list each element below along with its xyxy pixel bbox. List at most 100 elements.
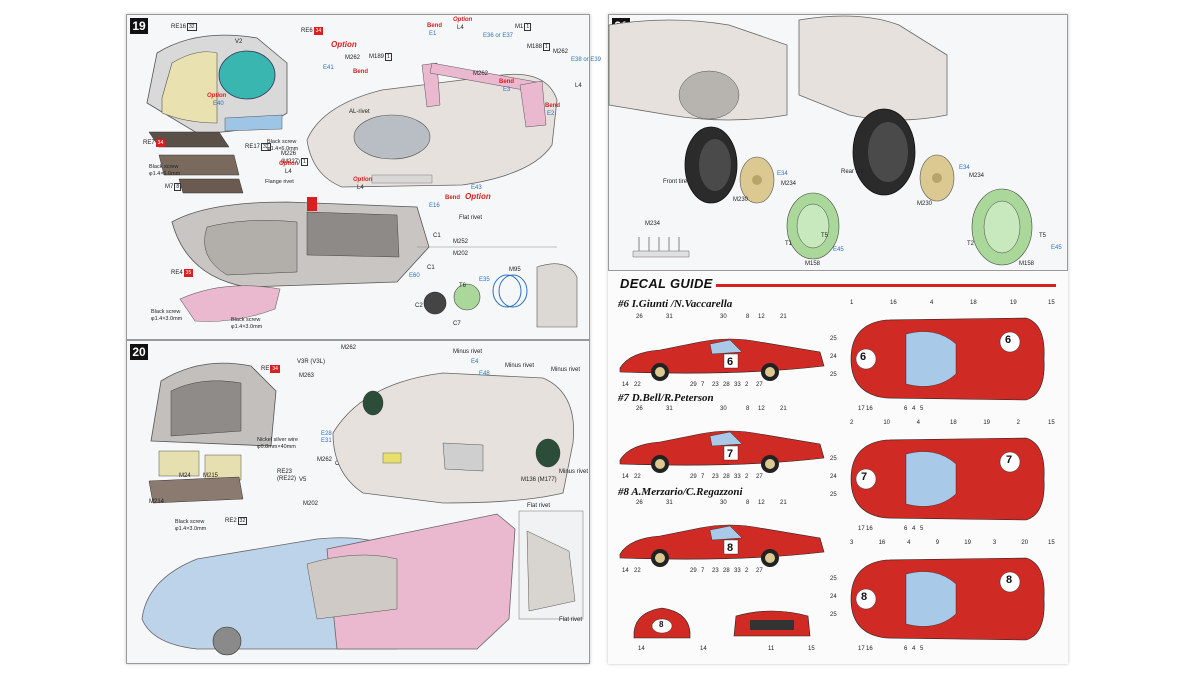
front-tire-drawing bbox=[684, 126, 738, 204]
car-8-side-top-num: 31 bbox=[666, 500, 673, 506]
car-7-plan-bottom-num: 6 bbox=[904, 526, 908, 532]
label-flange-rivet: Flange rivet bbox=[265, 179, 294, 185]
step-20-number: 20 bbox=[130, 344, 148, 360]
box-re7: 34 bbox=[155, 139, 166, 147]
label-e36: E36 or E37 bbox=[483, 33, 514, 39]
car-6-plan-bottom-num: 4 bbox=[912, 406, 916, 412]
car-8-side-bottom-num: 22 bbox=[634, 568, 641, 574]
car-7-plan-top-num: 15 bbox=[1048, 420, 1055, 426]
step-19-number: 19 bbox=[130, 18, 148, 34]
label-e40: E40 bbox=[213, 101, 224, 107]
label-e41: E41 bbox=[323, 65, 334, 71]
label-option-l4: Option bbox=[453, 17, 473, 23]
box-m189: 1 bbox=[385, 53, 392, 61]
car-8-side-bottom-num: 7 bbox=[701, 568, 705, 574]
car-7-side-top-num: 12 bbox=[758, 406, 765, 412]
car-6-plan-left-num: 25 bbox=[830, 372, 837, 378]
car-7-plan-bottom-num: 4 bbox=[912, 526, 916, 532]
car-7-plan-bottom-num: 17 bbox=[858, 526, 865, 532]
car-7-side-top-num: 31 bbox=[666, 406, 673, 412]
rear-deck-drawing bbox=[306, 62, 558, 188]
label-21-m158: M158 bbox=[805, 261, 821, 267]
car-8-drivers: #8 A.Merzario/C.Regazzoni bbox=[618, 486, 743, 498]
box-re4: 35 bbox=[183, 269, 194, 277]
box-m226: 1 bbox=[301, 158, 308, 166]
car-7-side-bottom-num: 29 bbox=[690, 474, 697, 480]
car-7-side-top-num: 30 bbox=[720, 406, 727, 412]
car-8-plan-top-num: 19 bbox=[964, 540, 971, 546]
car-6-side-top-num: 12 bbox=[758, 314, 765, 320]
label-c7: C7 bbox=[453, 321, 461, 327]
label-bend-1: Bend bbox=[353, 69, 368, 75]
car-8-plan-top-num: 16 bbox=[878, 540, 886, 546]
car-6-drivers: #6 I.Giunti /N.Vaccarella bbox=[618, 298, 733, 310]
car-7-plan-view bbox=[850, 437, 1045, 521]
car-7-plan-bottom-num: 16 bbox=[866, 526, 873, 532]
label-m262-c: M262 bbox=[473, 71, 489, 77]
car-8-plan-top-num: 4 bbox=[907, 540, 911, 546]
decal-guide-title: DECAL GUIDE bbox=[620, 276, 713, 291]
label-m262: M262 bbox=[345, 55, 361, 61]
chassis-tub-drawing bbox=[171, 197, 430, 288]
label-20-m214: M214 bbox=[149, 499, 165, 505]
label-20-minus-rivet-2: Minus rivet bbox=[505, 363, 535, 369]
label-21-t2: T2 bbox=[967, 241, 975, 247]
label-20-minus-rivet-1: Minus rivet bbox=[453, 349, 483, 355]
car-7-plan-left-num: 24 bbox=[830, 474, 837, 480]
car-6-side-bottom-num: 14 bbox=[622, 382, 629, 388]
car-8-plan-bottom-num: 16 bbox=[866, 646, 873, 652]
car-6-side-bottom-num: 33 bbox=[734, 382, 741, 388]
car-7-side-bottom-num: 33 bbox=[734, 474, 741, 480]
label-l4-b: L4 bbox=[575, 83, 582, 89]
car-8-plan-top-num: 15 bbox=[1048, 540, 1055, 546]
label-20-re23: RE23(RE22) bbox=[277, 469, 297, 482]
car-7-plan-number-b: 7 bbox=[1006, 454, 1013, 466]
rear-view-num: 11 bbox=[768, 646, 775, 652]
car-8-plan-number-a: 8 bbox=[861, 591, 868, 603]
label-21-t5: T5 bbox=[821, 233, 829, 239]
car-6-side-bottom-num: 27 bbox=[756, 382, 763, 388]
car-8-plan-top-num: 9 bbox=[935, 540, 940, 546]
label-21-m158-b: M158 bbox=[1019, 261, 1035, 267]
car-6-plan-bottom-num: 16 bbox=[866, 406, 873, 412]
label-m226: M226(M227)1 bbox=[281, 151, 308, 166]
step-21-panel: 21 bbox=[608, 14, 1068, 271]
car-6-plan-bottom-num: 5 bbox=[920, 406, 924, 412]
label-bend-e16: Bend bbox=[445, 195, 460, 201]
label-e2: E2 bbox=[547, 111, 555, 117]
car-7-plan-top-num: 10 bbox=[883, 420, 891, 426]
rear-wheel-drawing bbox=[919, 154, 955, 202]
right-page: 21 bbox=[608, 14, 1068, 664]
label-m252: M252 bbox=[453, 239, 469, 245]
rear-cowl-drawing bbox=[146, 34, 288, 134]
car-6-side-number: 6 bbox=[727, 356, 734, 368]
car-7-plan-top-num: 2 bbox=[850, 420, 854, 426]
car-8-plan-bottom-num: 17 bbox=[858, 646, 865, 652]
label-e38: E38 or E39 bbox=[571, 57, 602, 63]
label-e1: E1 bbox=[429, 31, 437, 37]
label-20-m215: M215 bbox=[203, 473, 219, 479]
front-inner-wheel-drawing bbox=[786, 192, 840, 260]
box-m1: 1 bbox=[524, 23, 532, 31]
label-21-e45: E45 bbox=[833, 247, 844, 253]
car-6-side-top-num: 30 bbox=[720, 314, 727, 320]
car-8-plan-left-num: 24 bbox=[830, 594, 837, 600]
label-m262-b: M262 bbox=[553, 49, 569, 55]
label-21-e34: E34 bbox=[777, 171, 788, 177]
label-flat-rivet: Flat rivet bbox=[459, 215, 483, 221]
car-8-side-top-num: 8 bbox=[746, 500, 750, 506]
label-21-m234-b: M234 bbox=[969, 173, 985, 179]
label-21-e45-b: E45 bbox=[1051, 245, 1062, 251]
car-6-side-bottom-num: 23 bbox=[712, 382, 719, 388]
label-21-m234-c: M234 bbox=[645, 221, 661, 227]
car-7-side-bottom-num: 28 bbox=[723, 474, 730, 480]
label-option-red: Option bbox=[465, 192, 491, 201]
